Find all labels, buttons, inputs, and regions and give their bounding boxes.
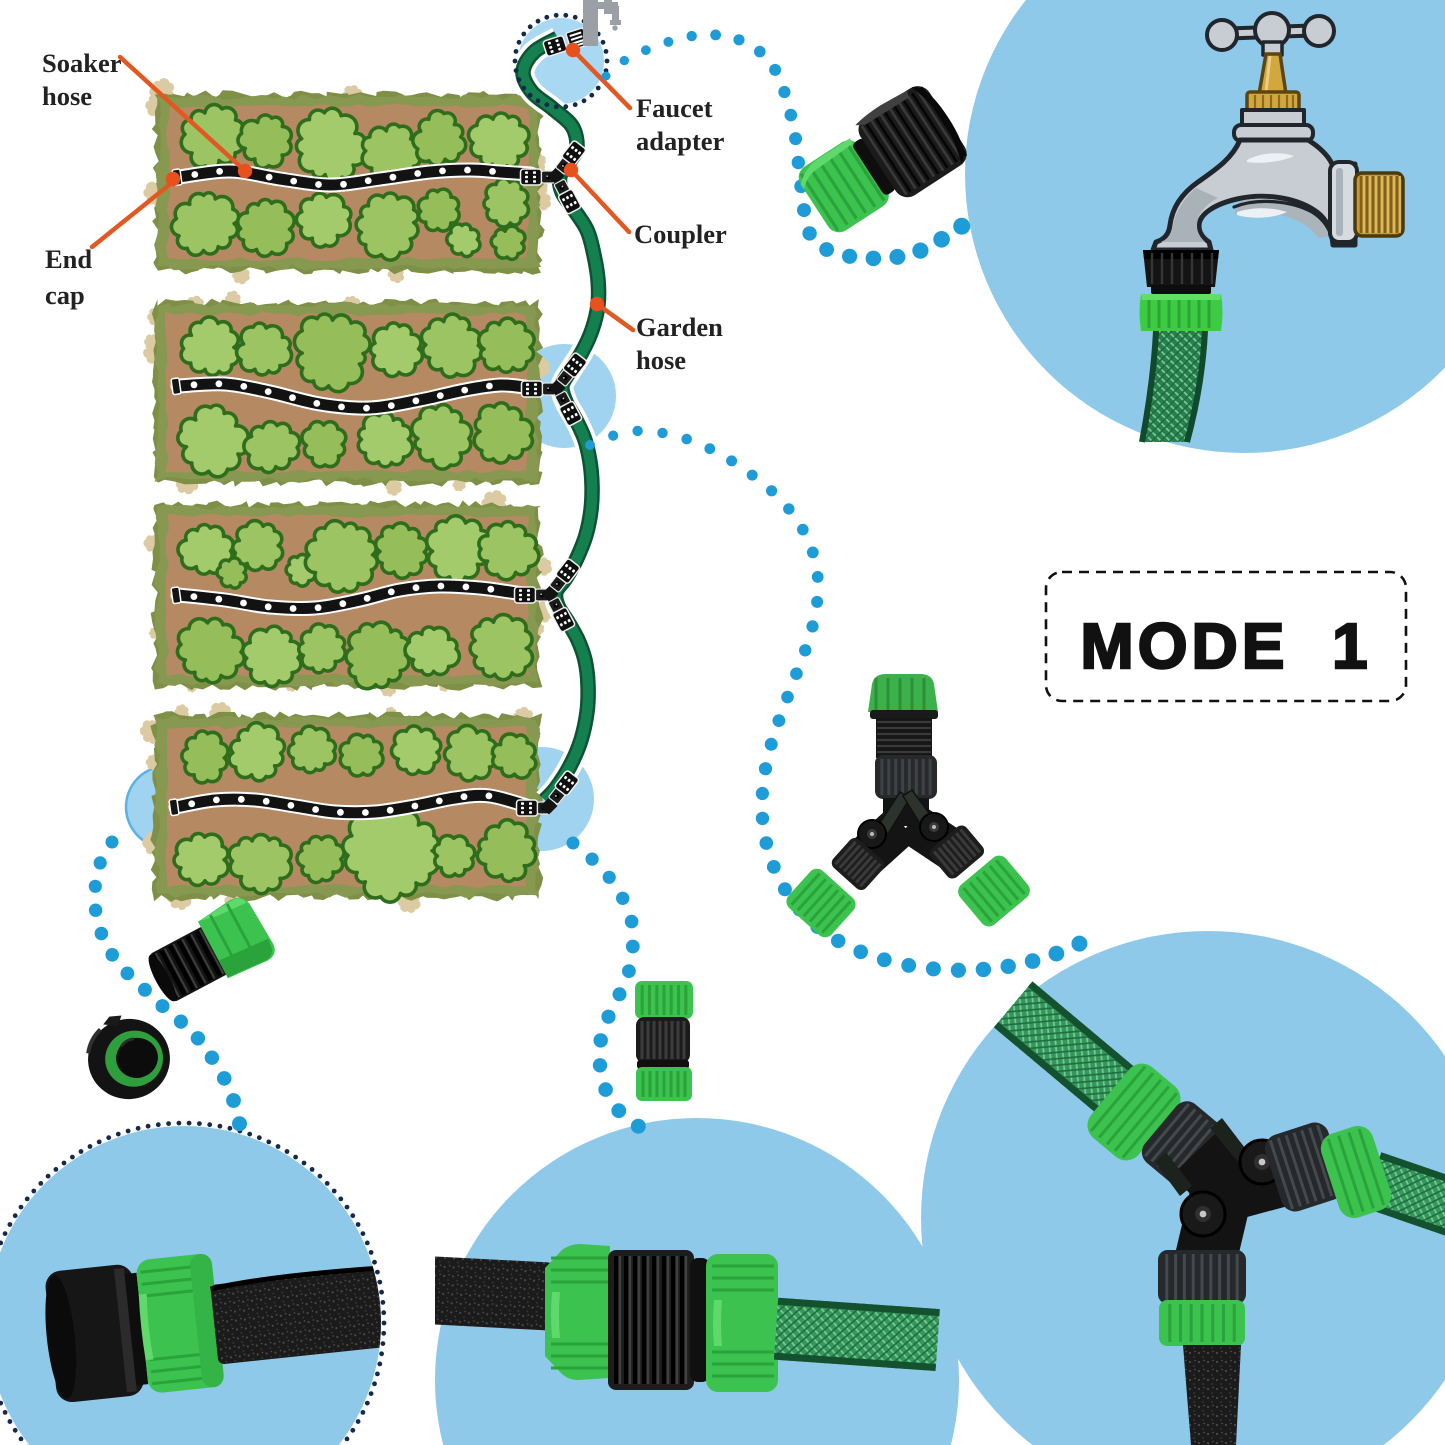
svg-text:Coupler: Coupler (634, 219, 727, 249)
svg-text:hose: hose (42, 81, 92, 111)
svg-text:Garden: Garden (636, 312, 723, 342)
svg-text:MODE 1: MODE 1 (1080, 610, 1371, 682)
svg-text:adapter: adapter (636, 126, 725, 156)
svg-text:hose: hose (636, 345, 686, 375)
svg-text:Soaker: Soaker (42, 48, 122, 78)
svg-text:End: End (45, 244, 92, 274)
svg-text:cap: cap (45, 280, 85, 310)
svg-text:Faucet: Faucet (636, 93, 713, 123)
